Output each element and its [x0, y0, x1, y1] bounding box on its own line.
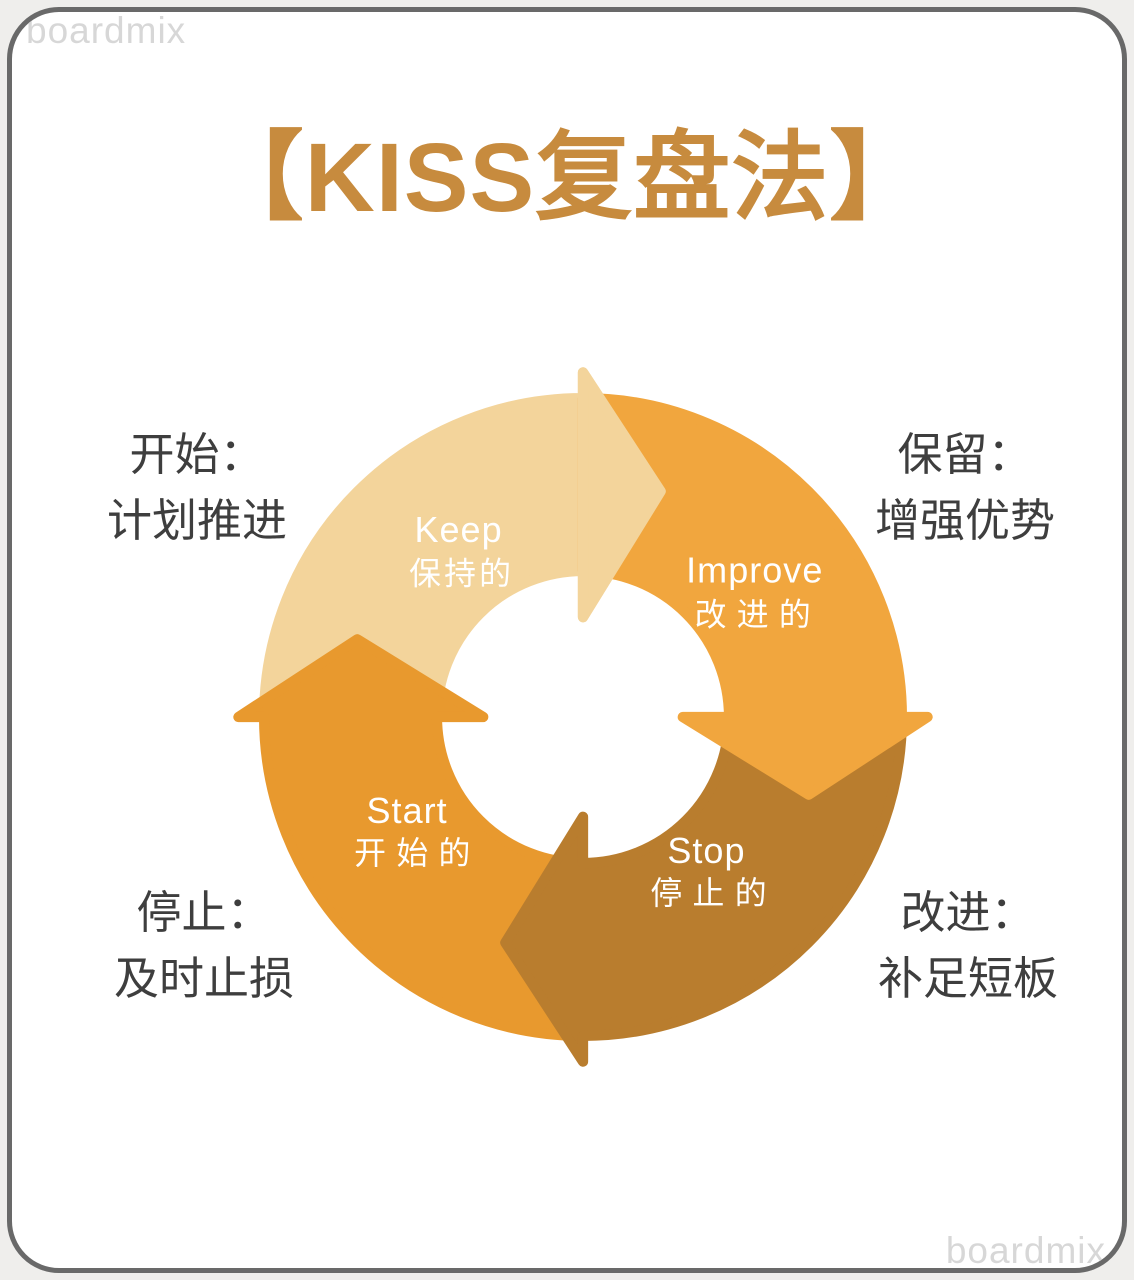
label-keep-strength: 保留： 增强优势	[830, 422, 1100, 554]
label-stop-loss-line2: 及时止损	[113, 953, 294, 1004]
boardmix-watermark-top: boardmix	[26, 10, 187, 51]
segment-keep-body	[258, 367, 666, 723]
canvas-card: boardmix boardmix 【KISS复盘法】 Keep 保持的 Imp…	[7, 7, 1127, 1273]
segment-start	[233, 634, 589, 1041]
label-keep-strength-line2: 增强优势	[874, 495, 1055, 546]
segment-improve	[577, 392, 933, 800]
segment-keep-label-en: Keep	[414, 509, 502, 550]
cycle-arrows-svg: Keep 保持的 Improve 改进的 Stop 停止的 Start 开始的	[233, 367, 933, 1067]
segment-stop-label-zh: 停止的	[650, 875, 776, 911]
segment-improve-label-zh: 改进的	[695, 596, 821, 632]
label-improve-shortboard-line2: 补足短板	[877, 953, 1058, 1004]
segment-stop-label-en: Stop	[667, 830, 745, 871]
label-start-plan-line1: 开始：	[129, 429, 265, 480]
segment-stop	[500, 711, 907, 1067]
label-improve-shortboard: 改进： 补足短板	[833, 880, 1103, 1012]
boardmix-watermark-bottom: boardmix	[945, 1230, 1106, 1271]
label-start-plan-line2: 计划推进	[106, 495, 287, 546]
label-stop-loss-line1: 停止：	[136, 887, 272, 938]
label-start-plan: 开始： 计划推进	[62, 422, 332, 554]
label-stop-loss: 停止： 及时止损	[69, 880, 339, 1012]
segment-start-label-zh: 开始的	[354, 835, 480, 871]
label-keep-strength-line1: 保留：	[897, 429, 1033, 480]
segment-keep-label-zh: 保持的	[409, 555, 514, 591]
kiss-cycle-diagram: Keep 保持的 Improve 改进的 Stop 停止的 Start 开始的	[223, 357, 943, 1077]
page-title: 【KISS复盘法】	[206, 123, 928, 232]
segment-start-label-en: Start	[367, 790, 448, 831]
label-improve-shortboard-line1: 改进：	[900, 887, 1036, 938]
segment-improve-label-en: Improve	[686, 549, 823, 590]
segment-keep-arrowhead	[577, 367, 666, 623]
